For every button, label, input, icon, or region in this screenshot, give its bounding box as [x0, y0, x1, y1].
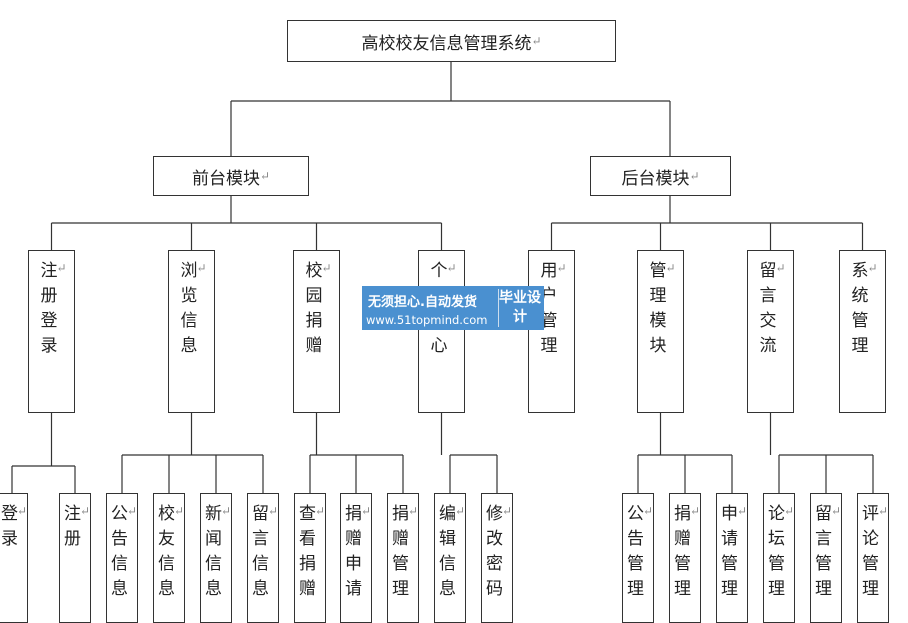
watermark-side: 毕业设计	[498, 289, 541, 327]
leaf-node: 修改密码↵	[481, 493, 513, 623]
back-module-label: 后台模块	[621, 168, 690, 189]
module-node-label: 校园捐赠	[301, 261, 322, 361]
module-node: 校园捐赠↵	[293, 250, 340, 413]
return-mark: ↵	[665, 261, 676, 275]
return-mark: ↵	[360, 504, 372, 518]
return-mark: ↵	[267, 504, 279, 518]
leaf-node-label: 捐赠申请	[340, 504, 361, 604]
watermark-line1: 无须担心.自动发货	[368, 295, 477, 310]
return-mark: ↵	[314, 504, 326, 518]
leaf-node: 留言管理↵	[810, 493, 842, 623]
leaf-node-label: 留言信息	[247, 504, 268, 604]
return-mark: ↵	[126, 504, 138, 518]
front-module-label: 前台模块	[191, 168, 260, 189]
leaf-node-label: 校友信息	[153, 504, 174, 604]
watermark-line2: www.51topmind.com	[366, 313, 488, 327]
return-mark: ↵	[877, 504, 889, 518]
module-node: 管理模块↵	[637, 250, 684, 413]
leaf-node: 查看捐赠↵	[294, 493, 326, 623]
leaf-node-label: 公告管理	[622, 504, 643, 604]
return-mark: ↵	[446, 261, 457, 275]
module-node-label: 管理模块	[645, 261, 666, 361]
return-mark: ↵	[454, 504, 466, 518]
return-mark: ↵	[775, 261, 786, 275]
return-mark: ↵	[321, 261, 332, 275]
return-mark: ↵	[783, 504, 795, 518]
return-mark: ↵	[196, 261, 207, 275]
leaf-node: 登录↵	[0, 493, 28, 623]
return-mark: ↵	[689, 504, 701, 518]
leaf-node: 新闻信息↵	[200, 493, 232, 623]
module-node: 系统管理↵	[839, 250, 886, 413]
leaf-node: 申请管理↵	[716, 493, 748, 623]
return-mark: ↵	[56, 261, 67, 275]
leaf-node-label: 修改密码	[481, 504, 502, 604]
leaf-node-label: 注册	[59, 504, 80, 554]
return-mark: ↵	[220, 504, 232, 518]
leaf-node-label: 捐赠管理	[387, 504, 408, 604]
leaf-node: 留言信息↵	[247, 493, 279, 623]
leaf-node-label: 编辑信息	[434, 504, 455, 604]
return-mark: ↵	[556, 261, 567, 275]
return-mark: ↵	[689, 169, 700, 183]
leaf-node: 评论管理↵	[857, 493, 889, 623]
leaf-node: 注册↵	[59, 493, 91, 623]
leaf-node-label: 评论管理	[857, 504, 878, 604]
back-module-node: 后台模块↵	[590, 156, 731, 196]
leaf-node: 公告管理↵	[622, 493, 654, 623]
leaf-node-label: 捐赠管理	[669, 504, 690, 604]
return-mark: ↵	[79, 504, 91, 518]
return-mark: ↵	[830, 504, 842, 518]
module-node: 浏览信息↵	[168, 250, 215, 413]
leaf-node-label: 公告信息	[106, 504, 127, 604]
return-mark: ↵	[531, 34, 542, 48]
return-mark: ↵	[16, 504, 28, 518]
leaf-node: 校友信息↵	[153, 493, 185, 623]
leaf-node: 编辑信息↵	[434, 493, 466, 623]
return-mark: ↵	[736, 504, 748, 518]
module-node: 用户管理↵	[528, 250, 575, 413]
root-label: 高校校友信息管理系统	[361, 33, 532, 54]
module-node-label: 留言交流	[755, 261, 776, 361]
leaf-node-label: 新闻信息	[200, 504, 221, 604]
leaf-node: 公告信息↵	[106, 493, 138, 623]
return-mark: ↵	[501, 504, 513, 518]
leaf-node: 捐赠管理↵	[669, 493, 701, 623]
return-mark: ↵	[407, 504, 419, 518]
leaf-node-label: 查看捐赠	[294, 504, 315, 604]
leaf-node-label: 登录	[0, 504, 17, 554]
module-node: 注册登录↵	[28, 250, 75, 413]
root-node: 高校校友信息管理系统↵	[287, 20, 616, 62]
return-mark: ↵	[259, 169, 271, 183]
return-mark: ↵	[867, 261, 878, 275]
leaf-node: 捐赠管理↵	[387, 493, 419, 623]
leaf-node-label: 论坛管理	[763, 504, 784, 604]
module-node-label: 注册登录	[36, 261, 57, 361]
module-node-label: 用户管理	[536, 261, 557, 361]
return-mark: ↵	[173, 504, 185, 518]
module-node: 留言交流↵	[747, 250, 794, 413]
module-node-label: 系统管理	[847, 261, 868, 361]
leaf-node: 捐赠申请↵	[340, 493, 372, 623]
leaf-node-label: 留言管理	[810, 504, 831, 604]
leaf-node: 论坛管理↵	[763, 493, 795, 623]
front-module-node: 前台模块↵	[153, 156, 309, 196]
leaf-node-label: 申请管理	[716, 504, 737, 604]
module-node-label: 浏览信息	[176, 261, 197, 361]
module-node-label: 个人中心	[426, 261, 446, 412]
module-node: 个人中心↵	[418, 250, 465, 413]
watermark-badge: 无须担心.自动发货 www.51topmind.com 毕业设计	[362, 286, 544, 330]
return-mark: ↵	[642, 504, 654, 518]
